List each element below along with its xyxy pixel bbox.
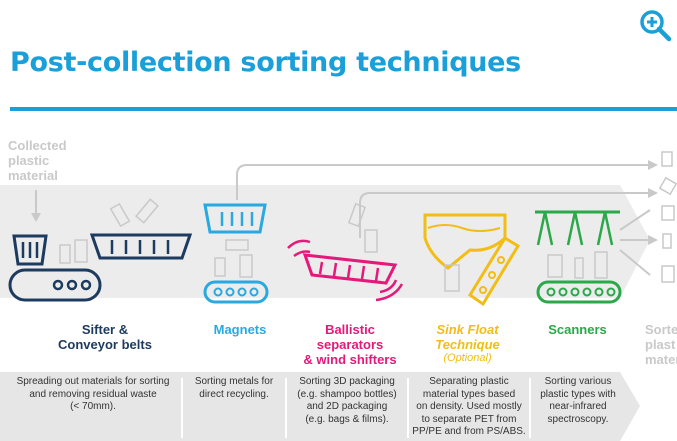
down-arrow-icon: [31, 213, 41, 222]
optional-note: (Optional): [443, 352, 492, 364]
flow-band: [0, 185, 650, 298]
branch-line-ballistic: [359, 192, 650, 238]
page-title: Post-collection sorting techniques: [10, 47, 521, 78]
title-underline: [10, 107, 677, 111]
desc-ballistic: Sorting 3D packaging(e.g. shampoo bottle…: [297, 376, 397, 425]
zoom-in-icon[interactable]: [637, 7, 673, 43]
stage-label-scanners: Scanners: [548, 322, 607, 337]
collected-material-label: Collected plastic material: [8, 138, 67, 183]
sorting-diagram: [0, 151, 677, 307]
scanner-icon: [535, 210, 622, 304]
stage-label-magnets: Magnets: [213, 322, 267, 337]
sifter-conveyor-icon: [8, 198, 193, 302]
sink-float-icon: [423, 213, 521, 307]
magnet-icon: [203, 203, 269, 304]
description-band: [0, 372, 640, 441]
ballistic-separator-icon: [287, 202, 404, 302]
branch-line-magnets: [236, 164, 650, 200]
stage-label-sifter: Sifter &Conveyor belts: [58, 322, 152, 352]
